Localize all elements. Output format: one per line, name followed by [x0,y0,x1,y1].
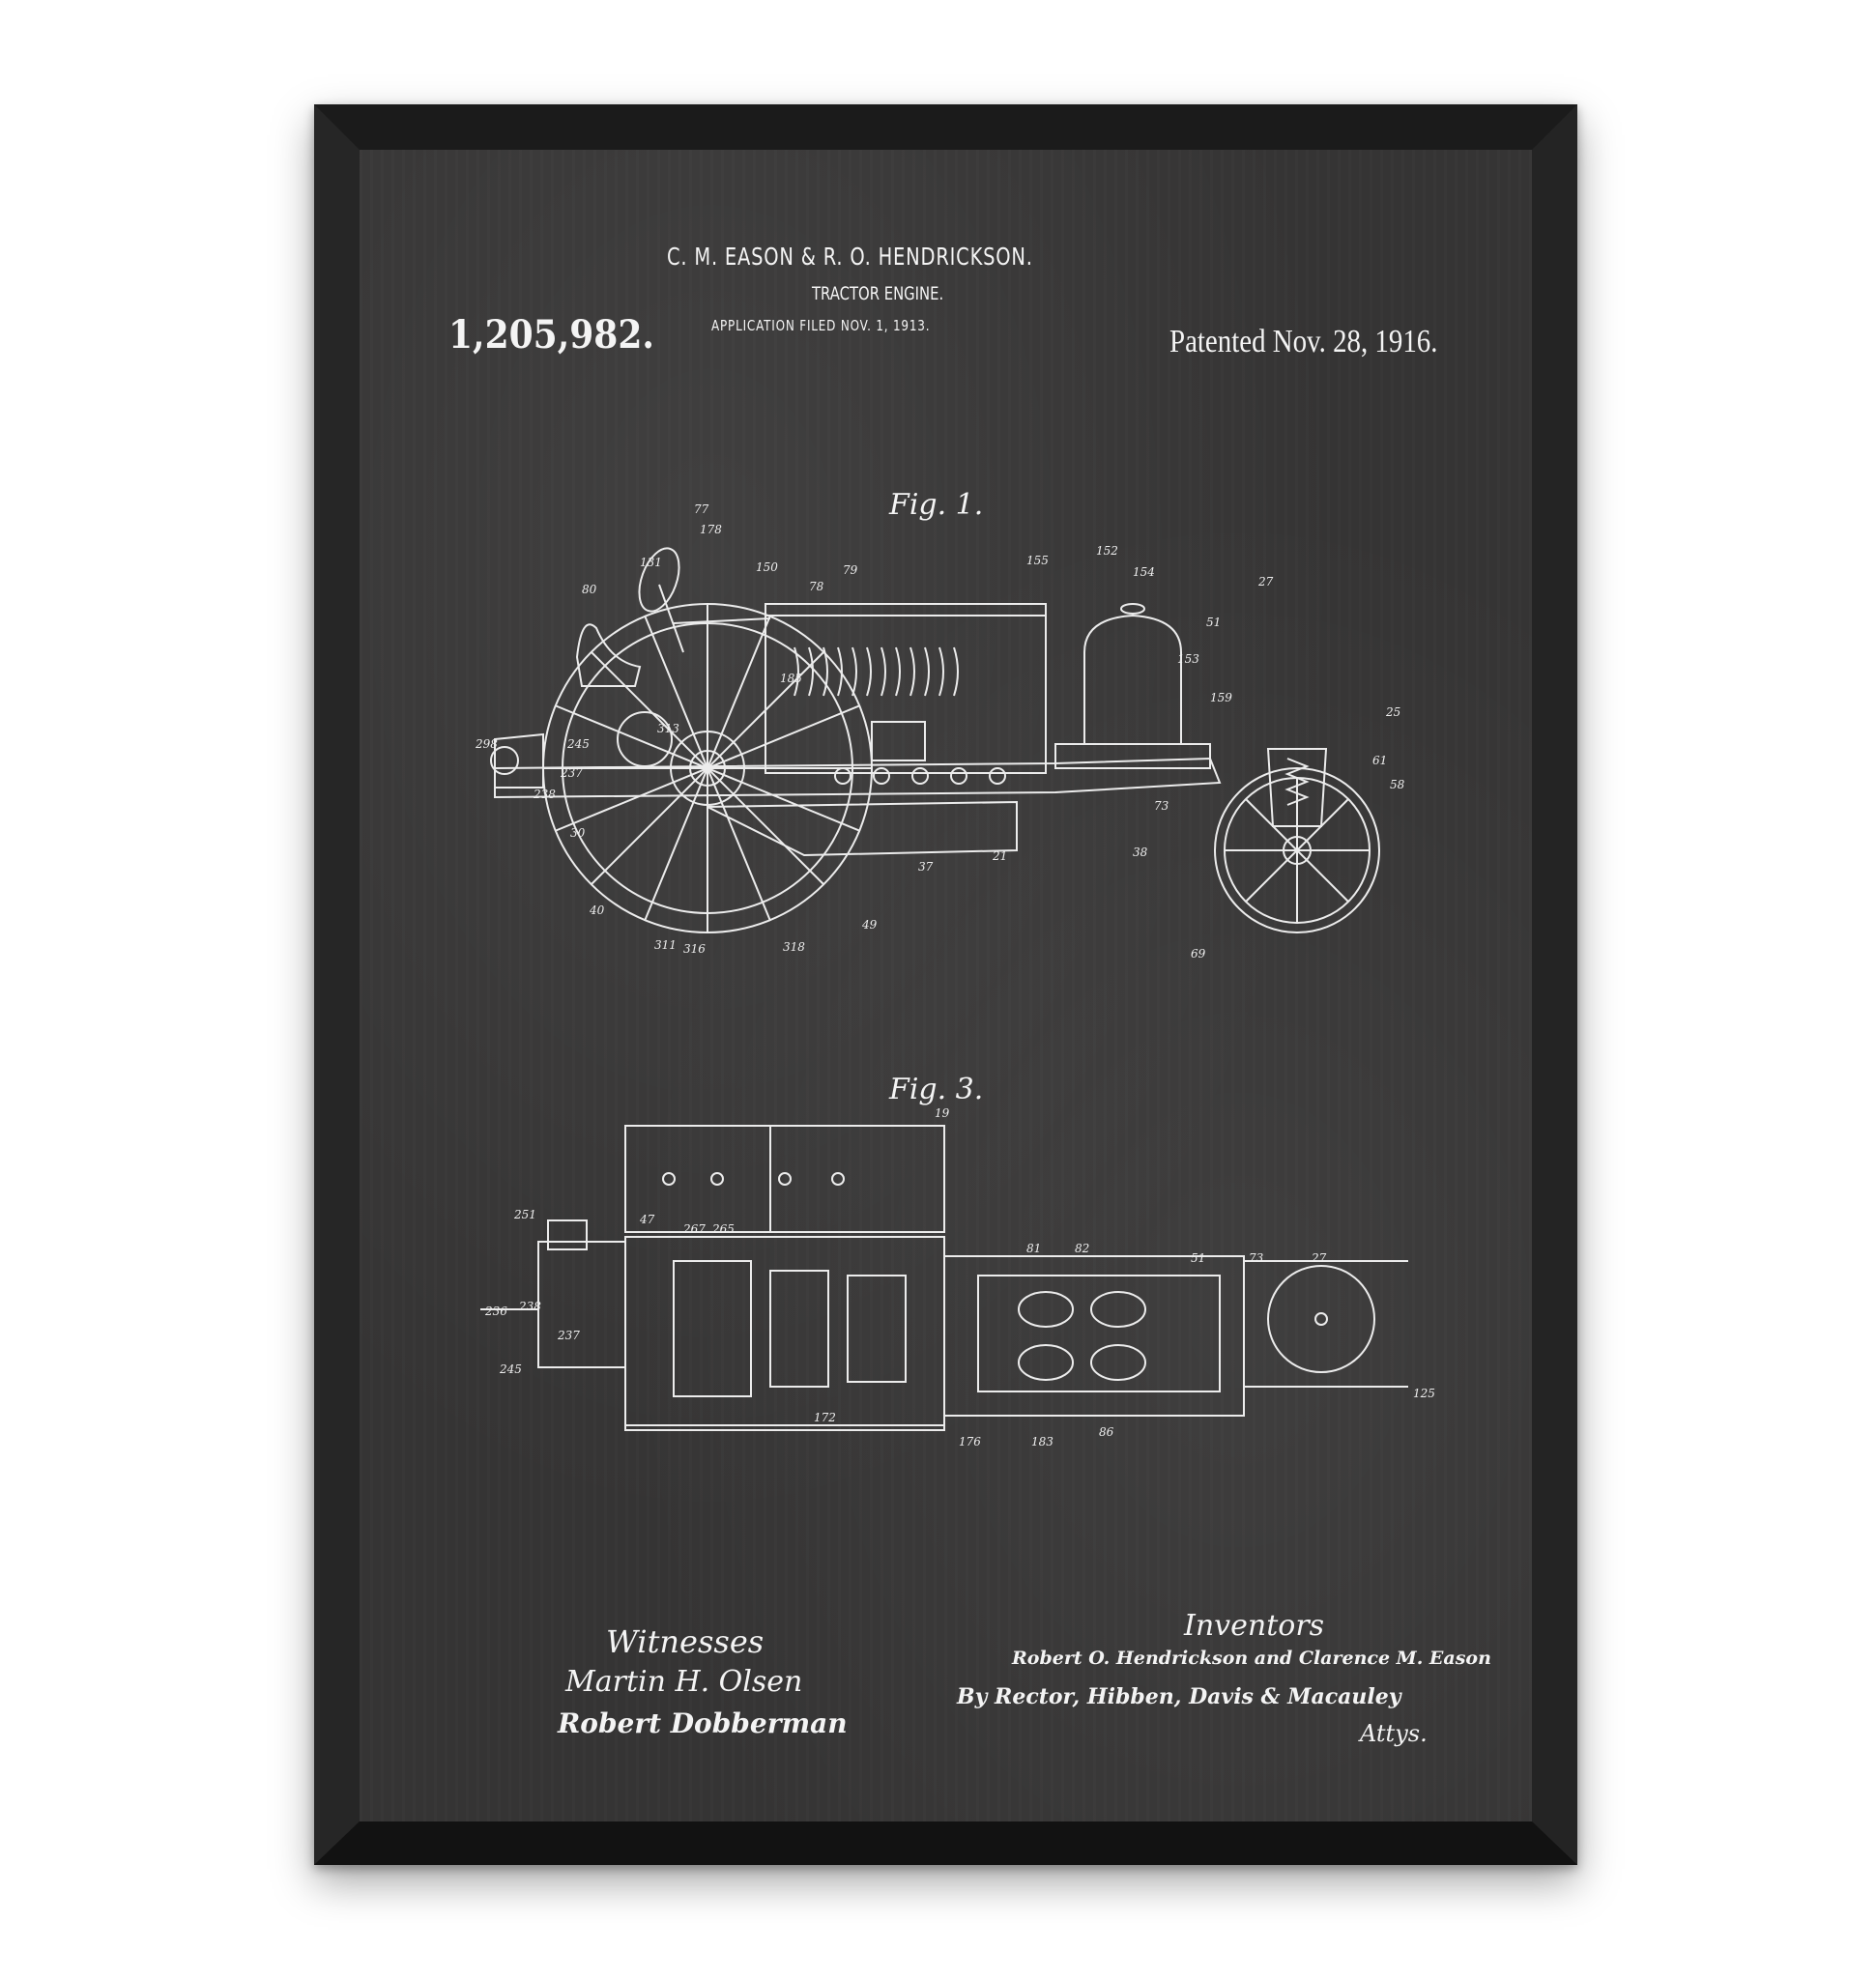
chalkboard-print: C. M. EASON & R. O. HENDRICKSON. TRACTOR… [360,150,1532,1821]
ref-numeral: 47 [640,1213,655,1226]
frame-bottom [314,1821,1577,1865]
ref-numeral: 61 [1372,754,1388,767]
ref-numeral: 38 [1133,846,1148,859]
ref-numeral: 40 [590,903,605,917]
ref-numeral: 237 [558,1329,580,1342]
ref-numeral: 155 [1026,554,1049,567]
patent-date: Patented Nov. 28, 1916. [1169,324,1438,359]
ref-numeral: 172 [814,1411,836,1424]
ref-numeral: 58 [1390,778,1405,791]
attorneys-label: Attys. [1360,1720,1428,1747]
witnesses-heading: Witnesses [606,1623,765,1660]
ref-numeral: 154 [1133,565,1155,579]
ref-numeral: 150 [756,560,778,574]
ref-numeral: 21 [993,849,1008,863]
ref-numeral: 238 [534,788,556,801]
ref-numeral: 131 [640,556,662,569]
ref-numeral: 27 [1312,1251,1327,1265]
ref-numeral: 183 [1031,1435,1053,1448]
ref-numeral: 159 [1210,691,1232,704]
inventors-heading: Inventors [1184,1609,1325,1643]
ref-numeral: 78 [809,580,824,593]
ref-numeral: 80 [582,583,597,596]
ref-numeral: 316 [683,942,706,956]
ref-numeral: 265 [712,1222,735,1236]
ref-numeral: 77 [694,502,709,516]
ref-numeral: 73 [1154,799,1169,813]
ref-numeral: 69 [1191,947,1206,961]
fig-1-tractor-side-view [490,547,1380,933]
witness-signature-2: Robert Dobberman [558,1707,848,1739]
ref-numeral: 86 [1099,1425,1114,1439]
fig-3-label: Fig. 3. [889,1073,984,1106]
ref-numeral: 82 [1075,1242,1090,1255]
ref-numeral: 237 [561,766,583,780]
inventors-header: C. M. EASON & R. O. HENDRICKSON. [667,243,1033,271]
ref-numeral: 178 [700,523,722,536]
ref-numeral: 267 [683,1222,706,1236]
ref-numeral: 51 [1206,616,1222,629]
ref-numeral: 37 [918,860,934,874]
ref-numeral: 313 [657,722,679,735]
ref-numeral: 79 [843,563,858,577]
ref-numeral: 236 [485,1305,507,1318]
application-filed: APPLICATION FILED NOV. 1, 1913. [711,317,931,334]
attorneys-signature: By Rector, Hibben, Davis & Macauley [957,1684,1401,1709]
ref-numeral: 25 [1386,705,1401,719]
patent-title: TRACTOR ENGINE. [812,283,944,304]
ref-numeral: 245 [500,1362,522,1376]
ref-numeral: 30 [570,826,586,840]
inventor-signature: Robert O. Hendrickson and Clarence M. Ea… [1012,1648,1491,1669]
ref-numeral: 185 [780,672,802,685]
ref-numeral: 152 [1096,544,1118,558]
ref-numeral: 125 [1413,1387,1435,1400]
ref-numeral: 176 [959,1435,981,1448]
fig-3-tractor-top-view [480,1125,1408,1431]
ref-numeral: 27 [1258,575,1274,588]
ref-numeral: 153 [1177,652,1199,666]
frame-right [1532,104,1577,1865]
ref-numeral: 245 [567,737,590,751]
ref-numeral: 251 [514,1208,536,1221]
ref-numeral: 311 [654,938,677,952]
frame-top [314,104,1577,150]
ref-numeral: 318 [783,940,805,954]
ref-numeral: 238 [519,1300,541,1313]
ref-numeral: 49 [862,918,878,932]
witness-signature-1: Martin H. Olsen [565,1665,803,1699]
ref-numeral: 298 [476,737,498,751]
ref-numeral: 19 [935,1106,950,1120]
frame-left [314,104,360,1865]
ref-numeral: 81 [1026,1242,1042,1255]
ref-numeral: 73 [1249,1251,1264,1265]
fig-1-label: Fig. 1. [889,488,984,522]
ref-numeral: 51 [1191,1251,1206,1265]
patent-number: 1,205,982. [448,312,654,358]
